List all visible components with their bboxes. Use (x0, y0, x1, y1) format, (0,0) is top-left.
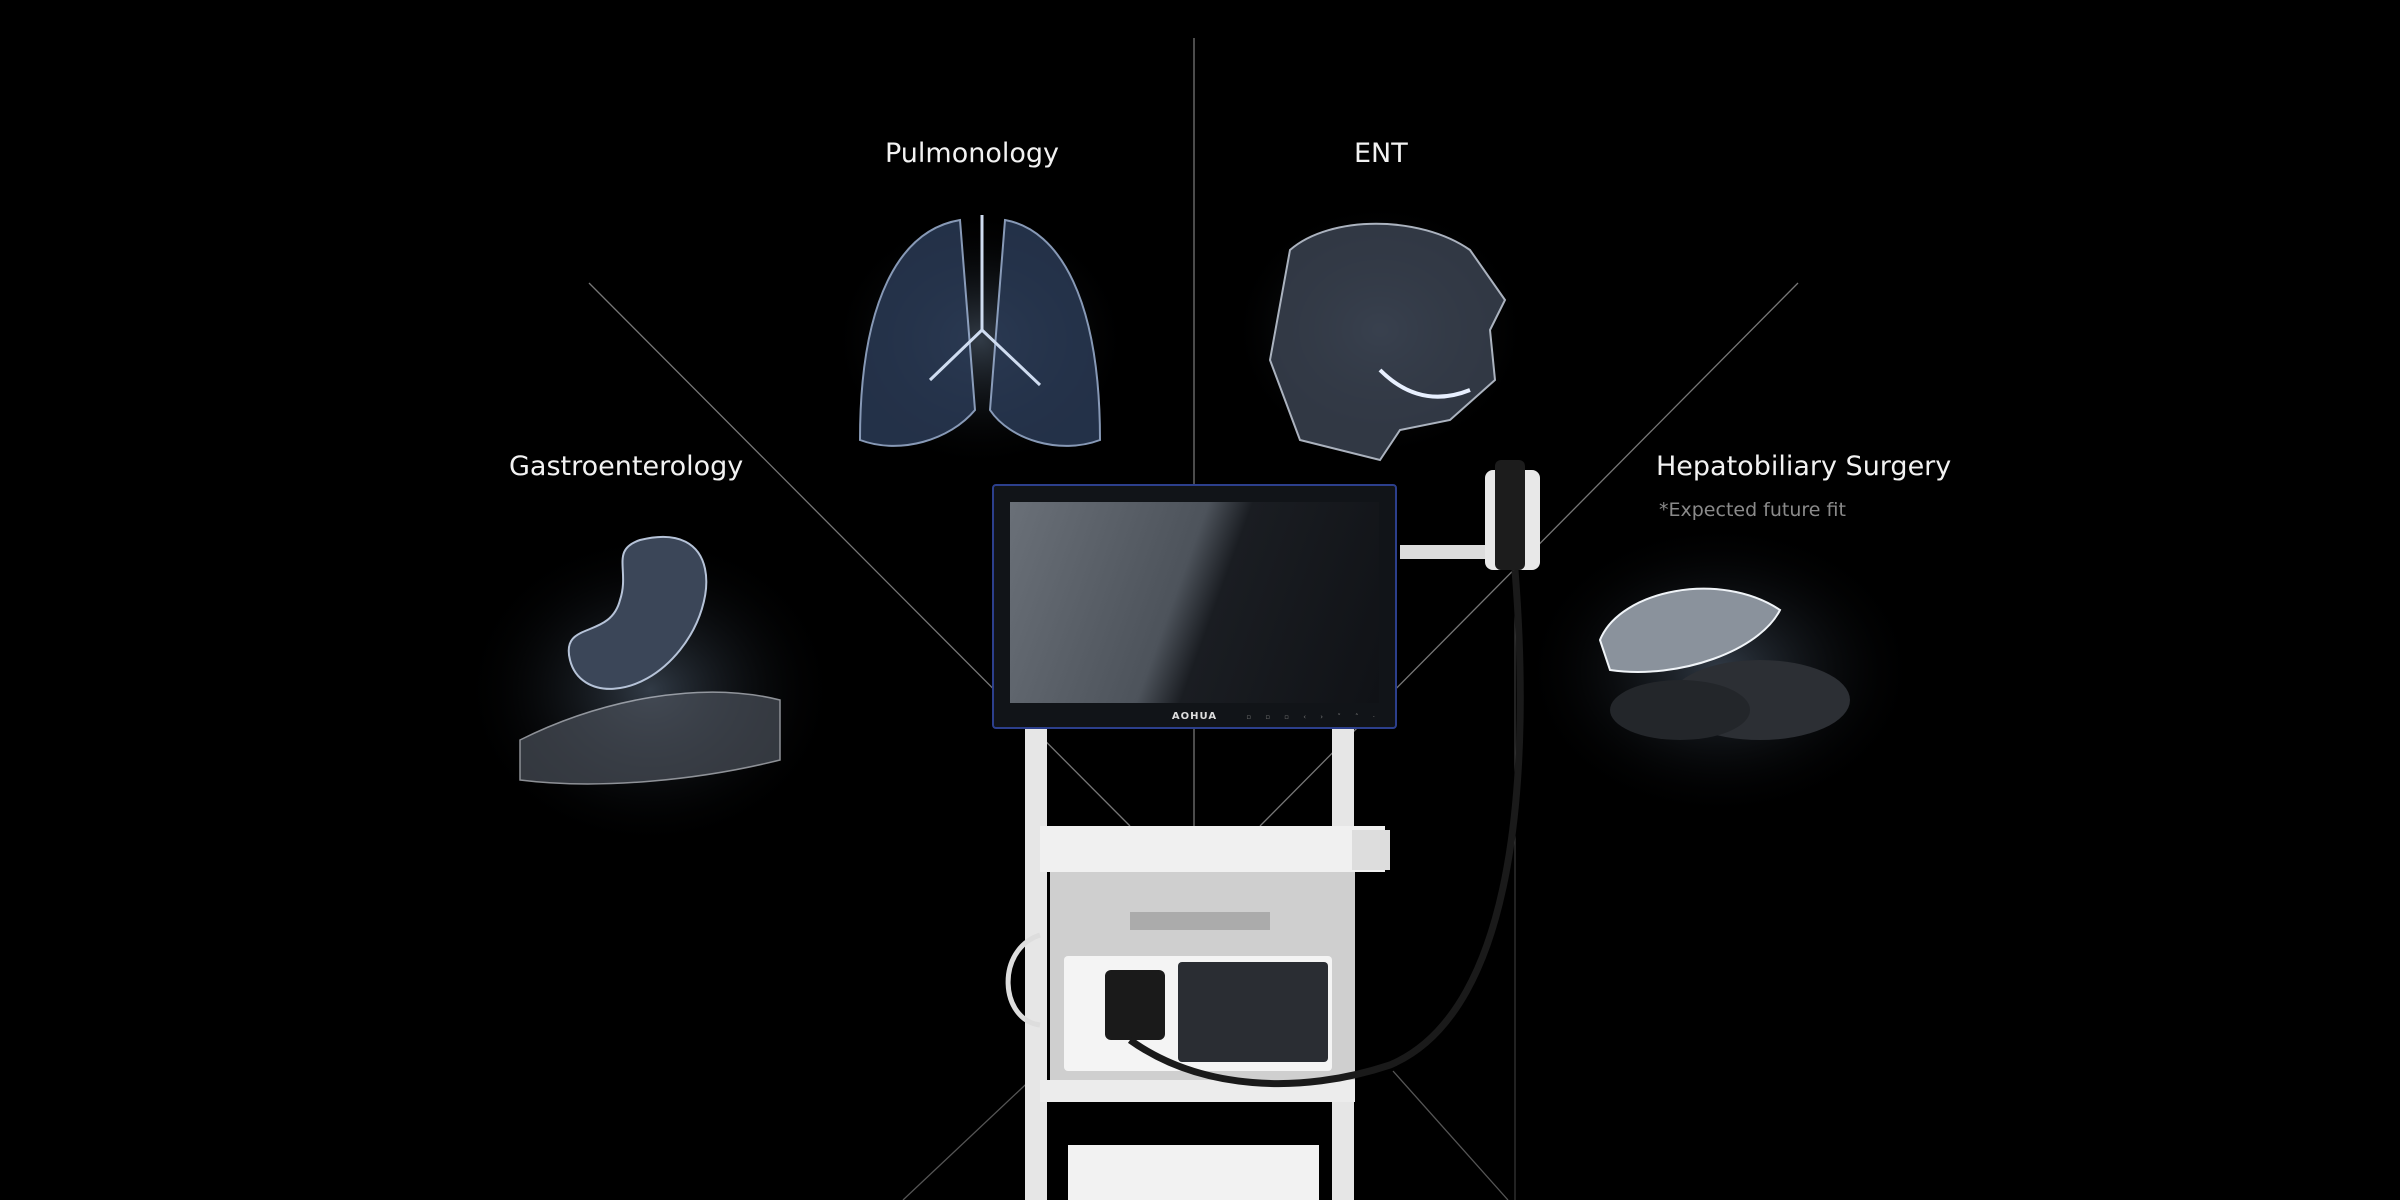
brand-logo: AOHUA (1171, 711, 1218, 722)
label-ent: ENT (1354, 138, 1408, 169)
monitor-screen (1010, 502, 1379, 703)
endoscopy-cart (1005, 460, 1540, 1200)
label-pulmonology: Pulmonology (885, 138, 1060, 169)
lungs-illustration (830, 210, 1130, 470)
monitor-buttons: ▫ ▫ ▫ ‹ › ˅ ˄ · (1246, 713, 1381, 721)
monitor: AOHUA ▫ ▫ ▫ ‹ › ˅ ˄ · (992, 484, 1397, 729)
future-fit-note: *Expected future fit (1659, 499, 1846, 521)
label-hepatobiliary-surgery: Hepatobiliary Surgery (1656, 451, 1952, 482)
label-gastroenterology: Gastroenterology (509, 451, 744, 482)
head-illustration (1230, 200, 1530, 462)
stomach-illustration (460, 530, 840, 850)
liver-illustration (1520, 520, 1920, 820)
